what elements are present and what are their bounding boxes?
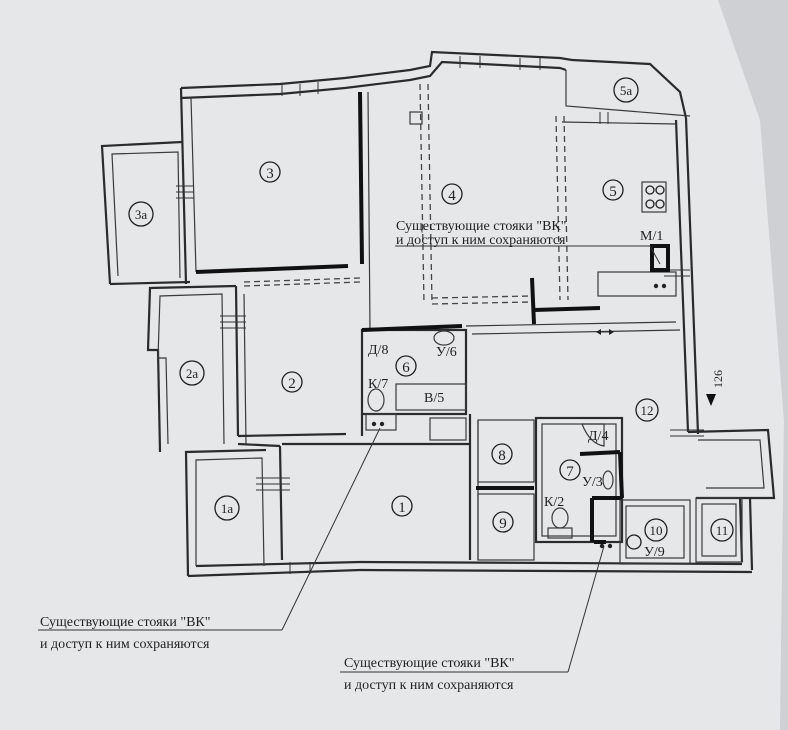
room-label-10: 10 bbox=[650, 523, 663, 538]
room-label-1a: 1a bbox=[221, 501, 234, 516]
fixture-label-m1: М/1 bbox=[640, 229, 663, 244]
room-label-4: 4 bbox=[448, 188, 456, 204]
annotation-top-line2: и доступ к ним сохраняются bbox=[396, 233, 566, 248]
fixture-label-u9: У/9 bbox=[644, 545, 665, 560]
fixture-label-d4: Д/4 bbox=[588, 429, 608, 444]
room-marker-4: 4 bbox=[441, 183, 463, 205]
room-label-3a: 3a bbox=[135, 207, 148, 222]
annotation-left-line2: и доступ к ним сохраняются bbox=[40, 637, 210, 652]
room-label-7: 7 bbox=[566, 464, 574, 480]
annotation-top-line1: Существующие стояки "ВК" bbox=[396, 219, 566, 234]
room-marker-7: 7 bbox=[559, 459, 581, 481]
annotation-bottom-line2: и доступ к ним сохраняются bbox=[344, 678, 514, 693]
annotation-leaders bbox=[38, 245, 661, 673]
room-label-9: 9 bbox=[499, 516, 507, 532]
fixture-label-v5: В/5 bbox=[424, 391, 444, 406]
room-label-11: 11 bbox=[716, 523, 729, 538]
room-label-12: 12 bbox=[641, 403, 654, 418]
room-marker-12: 12 bbox=[635, 398, 659, 422]
room-label-5a: 5a bbox=[620, 83, 633, 98]
fixture-label-u6: У/6 bbox=[436, 345, 457, 360]
fixture-label-d8: Д/8 bbox=[368, 343, 388, 358]
room-label-1: 1 bbox=[398, 500, 406, 516]
room-marker-1: 1 bbox=[391, 495, 413, 517]
annotation-left-line1: Существующие стояки "ВК" bbox=[40, 615, 210, 630]
room-label-3: 3 bbox=[266, 166, 274, 182]
fixture-glyphs bbox=[365, 111, 716, 550]
room-label-8: 8 bbox=[498, 448, 506, 464]
room-marker-10: 10 bbox=[644, 518, 668, 542]
room-label-5: 5 bbox=[609, 184, 617, 200]
room-marker-8: 8 bbox=[491, 443, 513, 465]
room-label-2: 2 bbox=[288, 376, 296, 392]
room-marker-11: 11 bbox=[710, 518, 734, 542]
room-marker-1a: 1a bbox=[214, 495, 240, 521]
room-marker-5: 5 bbox=[602, 179, 624, 201]
room-label-2a: 2a bbox=[186, 366, 199, 381]
fixture-label-k7: К/7 bbox=[368, 377, 388, 392]
room-marker-3: 3 bbox=[259, 161, 281, 183]
room-marker-9: 9 bbox=[492, 511, 514, 533]
fixture-label-k2: К/2 bbox=[544, 495, 564, 510]
room-marker-2a: 2a bbox=[179, 360, 205, 386]
interior-walls bbox=[195, 83, 743, 565]
annotation-bottom-line1: Существующие стояки "ВК" bbox=[344, 656, 514, 671]
room-marker-5a: 5a bbox=[613, 77, 639, 103]
room-marker-6: 6 bbox=[395, 355, 417, 377]
section-mark-label: 126 bbox=[711, 370, 725, 388]
fixture-label-u3: У/3 bbox=[582, 475, 603, 490]
paper-edge-shadow bbox=[718, 0, 788, 730]
room-marker-2: 2 bbox=[281, 371, 303, 393]
room-label-6: 6 bbox=[402, 360, 410, 376]
room-marker-3a: 3a bbox=[128, 201, 154, 227]
